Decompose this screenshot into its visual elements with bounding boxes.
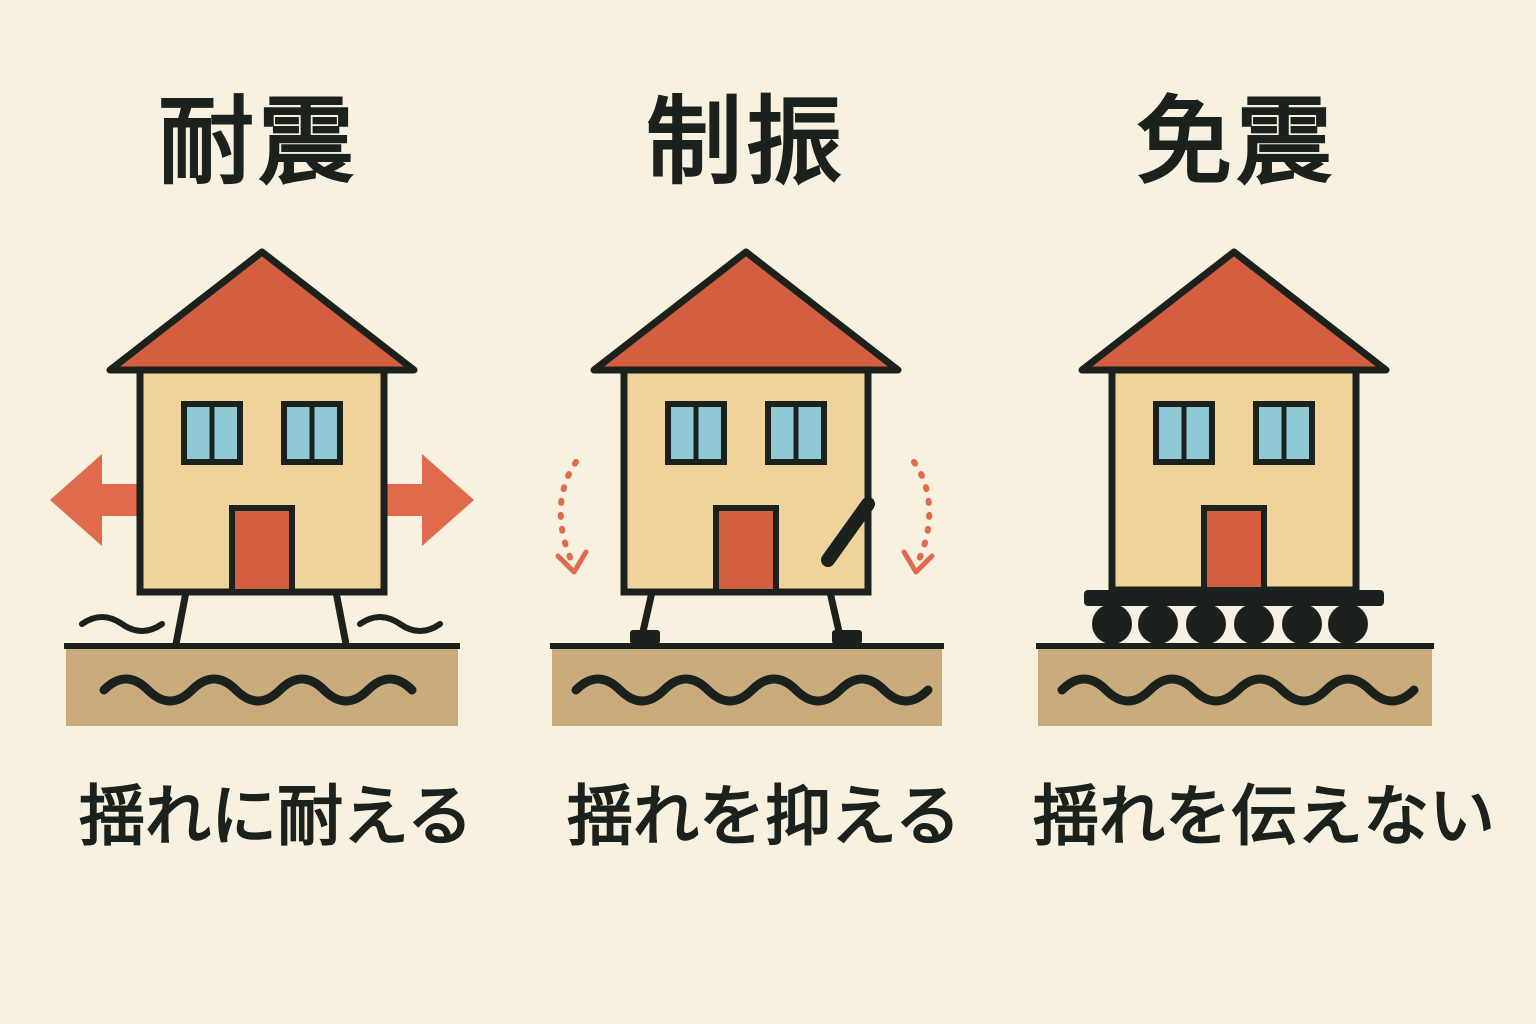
damper-foot [630,630,660,644]
isolation-base-plate [1084,590,1384,606]
door [713,505,779,595]
panel-title: 免震 [1136,86,1336,198]
panel-seismic-isolation: 免震 揺れを伝えない [972,0,1495,1024]
shake-line-icon [79,614,165,634]
house-leg [826,591,844,637]
house-roof [1078,248,1390,374]
seismic-wave-icon [571,674,933,706]
arrowhead [555,549,589,575]
damper-brace-icon [821,497,875,567]
panel-title: 制振 [646,86,846,198]
damper-foot [832,630,862,644]
dotted-arrow-right-icon [911,459,933,569]
door [229,505,295,595]
house-roof [590,248,902,374]
door [1201,505,1267,593]
arrowhead [901,549,935,575]
roller-bearing-icon [1138,604,1178,644]
ground-block [66,646,458,726]
panel-title: 耐震 [158,86,358,198]
arrow-right-icon [384,454,474,546]
roller-bearing-icon [1328,604,1368,644]
dotted-arrow-left-icon [557,459,579,569]
arrow-left-icon [50,454,140,546]
house-leg [332,591,350,645]
panel-vibration-control: 制振 [486,0,998,1024]
roller-bearing-icon [1282,604,1322,644]
seismic-isolation-illustration [1036,248,1434,726]
house-leg [172,591,190,645]
panel-earthquake-resistant: 耐震 揺れに耐える [0,0,512,1024]
seismic-wave-icon [1057,674,1419,706]
panel-caption: 揺れに耐える [78,778,474,855]
roller-bearing-icon [1092,604,1132,644]
shake-line-icon [357,614,443,634]
vibration-control-illustration [550,248,944,726]
roller-bearing-icon [1186,604,1226,644]
roller-bearing-icon [1234,604,1274,644]
panel-caption: 揺れを抑える [566,778,962,855]
seismic-wave-icon [99,674,417,706]
house-roof [106,248,418,374]
panel-caption: 揺れを伝えない [1033,778,1495,855]
house-leg [638,591,656,637]
earthquake-resistant-illustration [50,248,474,726]
